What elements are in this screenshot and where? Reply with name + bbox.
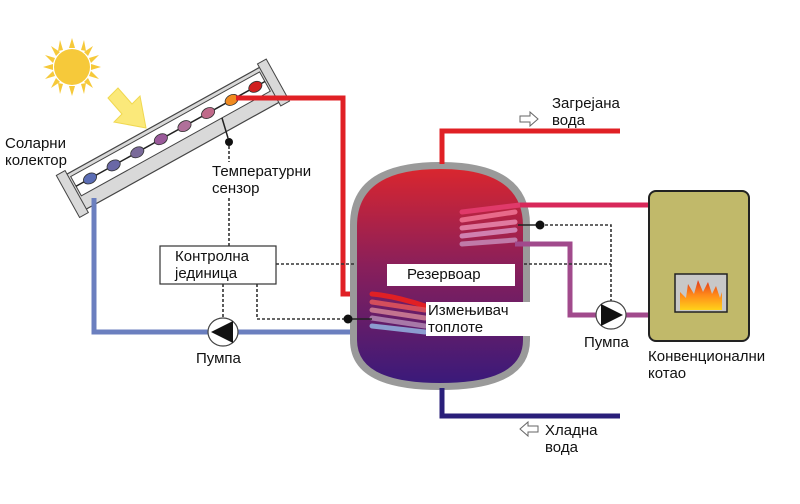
solar-heat-exchanger-coil [369,291,428,335]
cold-water-label: Хладна вода [545,422,597,456]
cold-water-label-line2: вода [545,439,578,456]
boiler-return-pipe [515,241,650,318]
solar-collector-label-line2: колектор [5,152,67,169]
tank-upper-sensor [535,220,545,230]
sun-icon [43,38,101,96]
temperature-sensor-dot [225,138,233,146]
boiler-heat-exchanger-coil [459,202,523,247]
pump-right-label: Пумпа [584,334,629,351]
hot-water-arrow-icon [519,110,539,128]
pump-left-icon [207,317,239,347]
control-signal-lines [222,146,612,320]
cold-water-arrow-icon [519,420,539,438]
tank-label: Резервоар [387,264,515,286]
sun-arrow-icon [107,87,147,129]
control-unit-box [159,245,277,285]
solar-collector-label: Соларни колектор [5,135,67,169]
hot-water-label: Загрејана вода [552,95,620,129]
heat-exchanger-label-line1: Измењивач [428,302,509,319]
heat-exchanger-label: Измењивач топлоте [426,302,535,336]
solar-collector [55,58,291,219]
solar-cold-pipe [91,198,372,335]
pump-right-icon [595,300,627,330]
hot-water-pipe [439,128,620,164]
boiler-label-line1: Конвенционални [648,348,766,365]
tank-lower-sensor [343,314,353,324]
control-unit-label: Контролна јединица [175,248,249,282]
hot-water-label-line1: Загрејана [552,95,620,112]
temperature-sensor-label-line2: сензор [212,180,260,197]
temperature-sensor-label: Температурни сензор [212,163,311,197]
heat-exchanger-label-line2: топлоте [428,319,484,336]
cold-water-label-line1: Хладна [545,422,598,439]
boiler-label-line2: котао [648,365,687,382]
boiler-label: Конвенционални котао [648,348,765,382]
pump-left-label: Пумпа [196,350,241,367]
fire-icon [680,280,722,310]
cold-water-pipe [439,388,620,419]
solar-collector-label-line1: Соларни [5,135,66,152]
control-unit-label-line1: Контролна [175,248,249,265]
conventional-boiler [648,190,750,342]
control-unit-label-line2: јединица [175,265,238,282]
hot-water-label-line2: вода [552,112,585,129]
temperature-sensor-label-line1: Температурни [212,163,312,180]
